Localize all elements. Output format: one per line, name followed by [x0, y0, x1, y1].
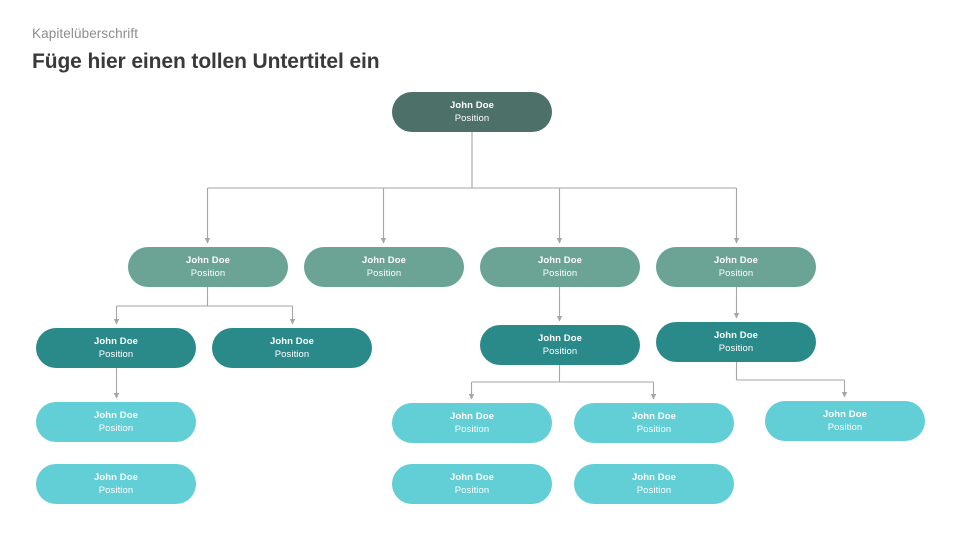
org-node-n1[interactable]: John Doe Position: [128, 247, 288, 287]
org-node-name: John Doe: [185, 255, 231, 267]
page-title: Füge hier einen tollen Untertitel ein: [32, 50, 380, 74]
org-node-position: Position: [98, 484, 134, 496]
org-node-n8[interactable]: John Doe Position: [656, 322, 816, 362]
org-node-position: Position: [542, 345, 578, 357]
org-node-name: John Doe: [361, 255, 407, 267]
org-node-n4[interactable]: John Doe Position: [656, 247, 816, 287]
slide-header: Kapitelüberschrift Füge hier einen tolle…: [32, 26, 732, 74]
org-node-n14[interactable]: John Doe Position: [392, 464, 552, 504]
org-node-position: Position: [190, 267, 226, 279]
org-node-n15[interactable]: John Doe Position: [574, 464, 734, 504]
org-node-name: John Doe: [93, 410, 139, 422]
org-node-position: Position: [454, 484, 490, 496]
org-node-name: John Doe: [93, 472, 139, 484]
org-node-n10[interactable]: John Doe Position: [392, 403, 552, 443]
org-node-n7[interactable]: John Doe Position: [480, 325, 640, 365]
org-node-position: Position: [454, 423, 490, 435]
org-node-name: John Doe: [713, 255, 759, 267]
org-node-position: Position: [718, 342, 754, 354]
org-node-name: John Doe: [631, 411, 677, 423]
org-node-n3[interactable]: John Doe Position: [480, 247, 640, 287]
org-node-position: Position: [274, 348, 310, 360]
org-node-position: Position: [636, 423, 672, 435]
org-node-n11[interactable]: John Doe Position: [574, 403, 734, 443]
org-node-name: John Doe: [269, 336, 315, 348]
org-node-name: John Doe: [537, 333, 583, 345]
org-node-position: Position: [98, 422, 134, 434]
org-node-n2[interactable]: John Doe Position: [304, 247, 464, 287]
org-node-position: Position: [718, 267, 754, 279]
org-node-name: John Doe: [537, 255, 583, 267]
org-node-n6[interactable]: John Doe Position: [212, 328, 372, 368]
org-node-name: John Doe: [449, 472, 495, 484]
org-node-n0[interactable]: John Doe Position: [392, 92, 552, 132]
org-node-n12[interactable]: John Doe Position: [765, 401, 925, 441]
org-node-position: Position: [827, 421, 863, 433]
org-node-position: Position: [98, 348, 134, 360]
org-node-name: John Doe: [93, 336, 139, 348]
org-node-name: John Doe: [822, 409, 868, 421]
org-node-position: Position: [366, 267, 402, 279]
chapter-kicker: Kapitelüberschrift: [32, 26, 139, 41]
org-node-position: Position: [542, 267, 578, 279]
org-node-name: John Doe: [449, 100, 495, 112]
org-node-name: John Doe: [449, 411, 495, 423]
org-node-name: John Doe: [631, 472, 677, 484]
org-node-name: John Doe: [713, 330, 759, 342]
org-node-n9[interactable]: John Doe Position: [36, 402, 196, 442]
org-node-n13[interactable]: John Doe Position: [36, 464, 196, 504]
org-node-n5[interactable]: John Doe Position: [36, 328, 196, 368]
org-node-position: Position: [636, 484, 672, 496]
org-node-position: Position: [454, 112, 490, 124]
